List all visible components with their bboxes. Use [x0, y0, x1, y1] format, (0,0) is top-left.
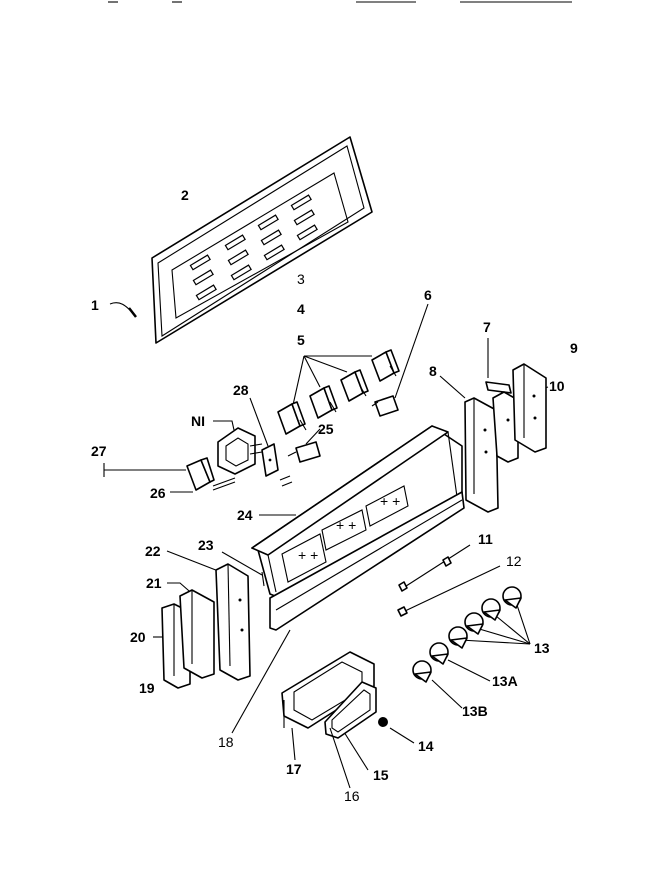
label-5: 5	[297, 332, 305, 348]
label-1: 1	[91, 297, 99, 313]
left-bracket-part-22	[166, 550, 251, 681]
label-12: 12	[506, 553, 522, 569]
bracket-part-28	[249, 397, 279, 477]
label-28: 28	[233, 382, 249, 398]
label-14: 14	[418, 738, 434, 754]
knob-part-13b	[412, 660, 463, 709]
label-23: 23	[198, 537, 214, 553]
label-17: 17	[286, 761, 302, 777]
bracket-part-6	[371, 303, 429, 417]
left-bracket-part-21	[167, 582, 215, 679]
clock-lens-part-15	[324, 681, 377, 771]
knob-part-14	[378, 717, 415, 744]
label-27: 27	[91, 443, 107, 459]
svg-text:+ +: + +	[298, 547, 318, 563]
label-3: 3	[297, 271, 305, 287]
switch-part-26	[170, 457, 236, 493]
label-6: 6	[424, 287, 432, 303]
label-19: 19	[139, 680, 155, 696]
timer-part-ni	[213, 420, 263, 475]
label-20: 20	[130, 629, 146, 645]
label-13a: 13A	[492, 673, 518, 689]
clip-part-23	[221, 551, 265, 587]
knob-part-13a	[429, 642, 491, 682]
label-13: 13	[534, 640, 550, 656]
side-bracket-part-9	[492, 391, 519, 463]
spring-part-16	[329, 727, 351, 789]
label-26: 26	[150, 485, 166, 501]
label-21: 21	[146, 575, 162, 591]
label-9: 9	[570, 340, 578, 356]
label-24: 24	[237, 507, 253, 523]
svg-text:+ +: + +	[380, 493, 400, 509]
screw-part-11	[398, 544, 471, 592]
label-15: 15	[373, 767, 389, 783]
label-11: 11	[478, 531, 493, 547]
switch-3	[340, 369, 369, 402]
label-18: 18	[218, 734, 234, 750]
label-16: 16	[344, 788, 360, 804]
knob-1	[502, 586, 522, 609]
trim-strip-part-18	[231, 491, 465, 734]
knob-3	[464, 612, 484, 635]
label-10: 10	[549, 378, 565, 394]
terminal-part-25	[279, 428, 321, 487]
label-4: 4	[297, 301, 305, 317]
svg-text:+ +: + +	[336, 517, 356, 533]
backguard-top-panel	[151, 136, 373, 344]
part-labels: 1 2 3 4 5 6 7 8 9 10 11 12 13 13A 13B 14…	[91, 187, 578, 804]
panel-vent-slots	[189, 194, 318, 301]
end-cap-part-10	[512, 363, 549, 453]
screw-part-1	[109, 302, 137, 318]
clip-part-7	[485, 338, 512, 394]
label-2: 2	[181, 187, 189, 203]
label-7: 7	[483, 319, 491, 335]
label-ni: NI	[191, 413, 205, 429]
side-bracket-part-8	[439, 375, 499, 513]
screw-part-12	[397, 565, 501, 617]
knobs-part-13	[448, 586, 531, 649]
switch-4	[371, 349, 400, 382]
switch-2	[309, 385, 338, 419]
left-end-cap-part-20	[153, 603, 191, 689]
label-22: 22	[145, 543, 161, 559]
control-panel-part-24: + + + + + +	[251, 425, 463, 599]
panel-display-windows: + + + + + +	[281, 485, 409, 583]
infinite-switches	[277, 349, 400, 435]
knob-4	[448, 626, 468, 649]
wire-part-27	[103, 463, 186, 477]
switch-1	[277, 401, 307, 435]
label-13b: 13B	[462, 703, 488, 719]
label-8: 8	[429, 363, 437, 379]
knob-2	[481, 598, 501, 621]
label-25: 25	[318, 421, 334, 437]
